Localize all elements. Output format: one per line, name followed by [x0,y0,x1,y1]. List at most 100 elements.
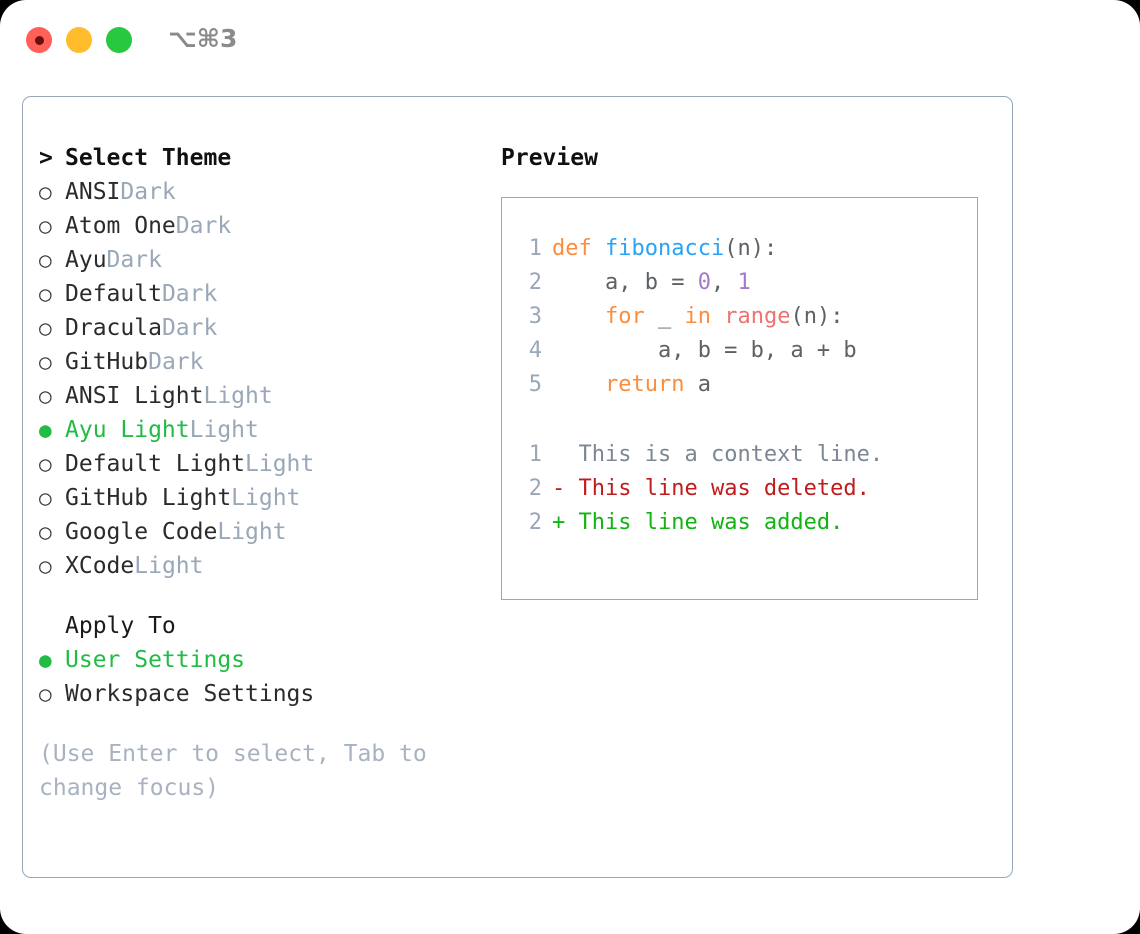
radio-unselected-icon[interactable]: ○ [39,350,52,374]
theme-list-item[interactable]: ○Atom One Dark [39,213,489,247]
code-token-kw: in [684,304,711,329]
theme-kind-label: Dark [161,315,218,341]
code-line: 5 return a [502,372,977,406]
theme-list-item[interactable]: ○ANSI Dark [39,179,489,213]
radio-selected-icon[interactable]: ● [39,648,52,672]
theme-name-label: Dracula [65,315,162,341]
code-token-kw: def [552,236,605,261]
code-line: 3 for _ in range(n): [502,304,977,338]
diff-line-text: This line was deleted. [578,476,870,501]
theme-name-label: GitHub [65,349,149,375]
code-token-num: 0 [697,270,711,295]
code-token-plain [552,372,605,397]
radio-unselected-icon[interactable]: ○ [39,214,52,238]
preview-divider-spacer [502,406,977,442]
select-theme-heading-label: Select Theme [65,145,232,171]
keyboard-hint-text: (Use Enter to select, Tab to change focu… [39,741,427,801]
code-line: 1 def fibonacci(n): [502,236,977,270]
theme-list-item[interactable]: ○ GitHub Light Light [39,485,489,519]
diff-line: 2+ This line was added. [502,510,977,544]
code-token-plain [711,304,724,329]
theme-selector-column: >Select Theme ○ANSI Dark○Atom One Dark○A… [39,145,489,805]
code-token-punct: (n): [724,236,778,261]
theme-list-item[interactable]: ○ANSI Light Light [39,383,489,417]
theme-kind-label: Dark [161,281,218,307]
theme-kind-label: Light [217,519,287,545]
code-token-plain: a, b = b, a + b [552,338,857,363]
radio-unselected-icon[interactable]: ○ [39,282,52,306]
apply-to-label-text: User Settings [65,647,246,673]
prompt-caret-icon: > [39,145,53,171]
theme-kind-label: Dark [106,247,162,273]
code-token-plain: a, b = [552,270,698,295]
line-number: 1 [528,236,542,261]
radio-unselected-icon[interactable]: ○ [39,180,52,204]
code-token-fn: fibonacci [604,236,725,261]
radio-unselected-icon[interactable]: ○ [39,384,52,408]
theme-name-label: ANSI Light [65,383,204,409]
theme-list-item[interactable]: ○Google Code Light [39,519,489,553]
code-token-kw: for [604,304,645,329]
radio-unselected-icon[interactable]: ○ [39,520,52,544]
apply-to-label-text: Workspace Settings [65,681,315,707]
theme-list-item[interactable]: ○Ayu Dark [39,247,489,281]
code-token-num: 1 [737,270,751,295]
code-line: 2 a, b = 0, 1 [502,270,977,304]
apply-to-label: Apply To [65,613,176,639]
code-token-plain: a [684,372,711,397]
diff-line-text: This line was added. [578,510,844,535]
theme-list-item[interactable]: ○Default Light Light [39,451,489,485]
diff-line: 1 This is a context line. [502,442,977,476]
keyboard-shortcut-label: ⌥⌘3 [168,24,238,53]
theme-name-label: GitHub Light [65,485,232,511]
radio-unselected-icon[interactable]: ○ [39,248,52,272]
theme-kind-label: Dark [175,213,232,239]
apply-to-item[interactable]: ● User Settings [39,647,489,681]
line-number: 1 [528,442,542,467]
theme-list-item[interactable]: ○ GitHub Dark [39,349,489,383]
theme-kind-label: Dark [148,349,204,375]
theme-name-label: XCode [65,553,135,579]
code-token-kw: return [604,372,685,397]
radio-selected-icon[interactable]: ● [39,418,52,442]
preview-title: Preview [501,145,598,171]
apply-to-item[interactable]: ○ Workspace Settings [39,681,489,715]
radio-unselected-icon[interactable]: ○ [39,486,52,510]
code-token-call: range [724,304,791,329]
recording-indicator-icon [35,36,44,45]
theme-list-item[interactable]: ○ Dracula Dark [39,315,489,349]
minimize-window-button[interactable] [66,27,92,53]
theme-list-item[interactable]: ○Default Dark [39,281,489,315]
radio-unselected-icon[interactable]: ○ [39,316,52,340]
code-token-punct: (n): [790,304,844,329]
theme-name-label: Default Light [65,451,246,477]
code-line-text: return a [552,372,711,397]
theme-kind-label: Dark [120,179,176,205]
theme-kind-label: Light [189,417,259,443]
apply-to-list: ● User Settings ○ Workspace Settings [39,647,489,715]
line-number: 2 [528,270,542,295]
radio-unselected-icon[interactable]: ○ [39,682,52,706]
line-number: 2 [528,476,542,501]
code-token-plain [552,304,605,329]
diff-sign [552,442,579,467]
theme-list-item[interactable]: ●Ayu Light Light [39,417,489,451]
line-number: 5 [528,372,542,397]
apply-to-heading: ○Apply To [39,613,489,647]
code-line-text: a, b = 0, 1 [552,270,751,295]
theme-list-item[interactable]: ○XCode Light [39,553,489,587]
code-line-text: def fibonacci(n): [552,236,777,261]
theme-kind-label: Light [231,485,301,511]
radio-unselected-icon[interactable]: ○ [39,554,52,578]
code-line-text: a, b = b, a + b [552,338,857,363]
maximize-window-button[interactable] [106,27,132,53]
select-theme-heading: > Select Theme [39,145,489,179]
code-token-plain: _ [644,304,685,329]
radio-unselected-icon[interactable]: ○ [39,452,52,476]
line-number: 3 [528,304,542,329]
diff-sign: - [552,476,579,501]
